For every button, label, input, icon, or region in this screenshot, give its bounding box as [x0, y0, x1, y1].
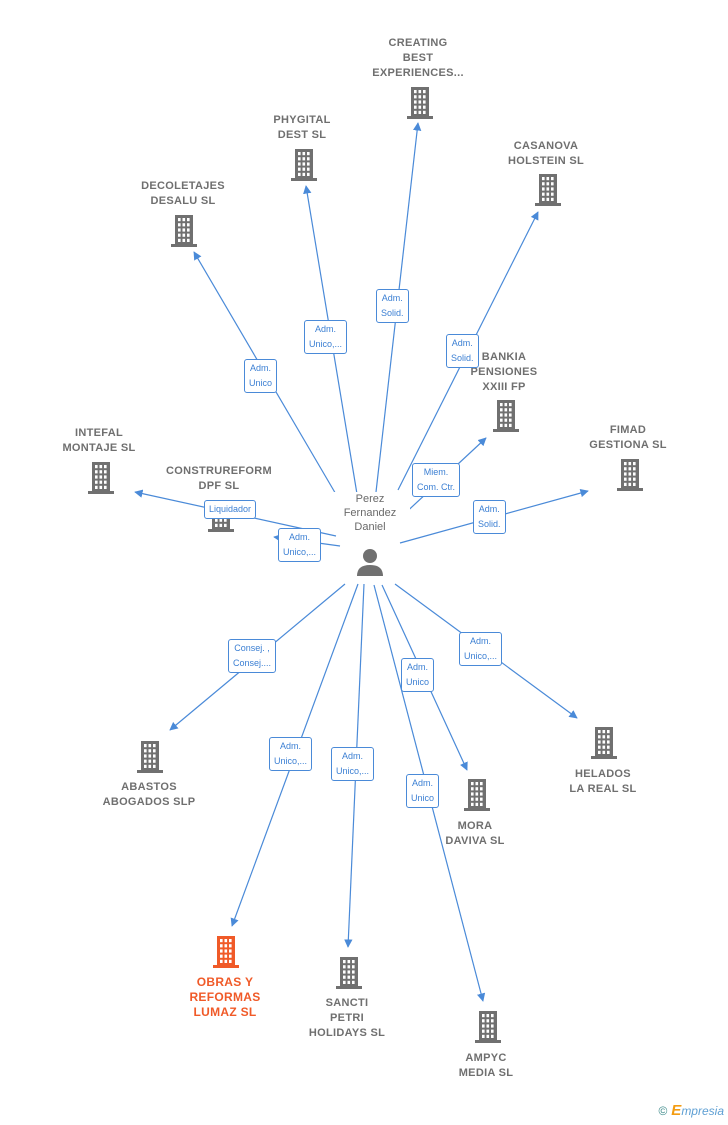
building-icon-helados[interactable] — [591, 727, 617, 759]
relation-label-creating[interactable]: Adm. Solid. — [376, 289, 409, 323]
relation-label-obras[interactable]: Adm. Unico,... — [269, 737, 313, 771]
building-icon-obras[interactable] — [213, 936, 239, 968]
building-icon-abastos[interactable] — [137, 741, 163, 773]
company-label-ampyc[interactable]: AMPYC MEDIA SL — [458, 1052, 514, 1079]
building-icon-mora[interactable] — [464, 779, 490, 811]
relation-label-bankia[interactable]: Miem. Com. Ctr. — [412, 463, 461, 497]
company-label-casanova[interactable]: CASANOVA HOLSTEIN SL — [507, 140, 585, 167]
relation-label-mora[interactable]: Adm. Unico — [401, 658, 435, 692]
relation-label-fimad[interactable]: Adm. Solid. — [473, 500, 506, 534]
relation-label-decoletajes[interactable]: Adm. Unico — [244, 359, 278, 393]
relation-label-construreform[interactable]: Adm. Unico,... — [278, 528, 322, 562]
company-label-decoletajes[interactable]: DECOLETAJES DESALU SL — [141, 180, 225, 207]
copyright-icon: © — [658, 1104, 668, 1118]
building-icon-intefal[interactable] — [88, 462, 114, 494]
relation-label-abastos[interactable]: Consej. , Consej.... — [228, 639, 277, 673]
company-label-phygital[interactable]: PHYGITAL DEST SL — [273, 114, 331, 141]
building-icon-decoletajes[interactable] — [171, 215, 197, 247]
building-icon-sancti[interactable] — [336, 957, 362, 989]
company-label-obras[interactable]: OBRAS Y REFORMAS LUMAZ SL — [189, 975, 261, 1019]
company-label-helados[interactable]: HELADOS LA REAL SL — [569, 768, 637, 795]
brand-name: mpresia — [681, 1104, 724, 1118]
company-label-construreform[interactable]: CONSTRUREFORM DPF SL — [166, 465, 272, 492]
building-icon-creating[interactable] — [407, 87, 433, 119]
relation-label-phygital[interactable]: Adm. Unico,... — [304, 320, 348, 354]
company-label-fimad[interactable]: FIMAD GESTIONA SL — [589, 424, 667, 451]
brand-initial: E — [671, 1102, 682, 1119]
relation-label-casanova[interactable]: Adm. Solid. — [446, 334, 479, 368]
building-icon-casanova[interactable] — [535, 174, 561, 206]
person-icon[interactable] — [357, 549, 383, 576]
company-label-abastos[interactable]: ABASTOS ABOGADOS SLP — [102, 781, 196, 808]
brand-footer: ©Empresia — [658, 1102, 724, 1119]
relation-label-sancti[interactable]: Adm. Unico,... — [331, 747, 375, 781]
building-icon-fimad[interactable] — [617, 459, 643, 491]
relation-label-intefal[interactable]: Liquidador — [204, 500, 257, 519]
building-icon-bankia[interactable] — [493, 400, 519, 432]
building-icon-ampyc[interactable] — [475, 1011, 501, 1043]
building-icon-phygital[interactable] — [291, 149, 317, 181]
relation-label-helados[interactable]: Adm. Unico,... — [459, 632, 503, 666]
company-label-bankia[interactable]: BANKIA PENSIONES XXIII FP — [470, 351, 538, 393]
company-label-intefal[interactable]: INTEFAL MONTAJE SL — [62, 427, 136, 454]
relation-label-ampyc[interactable]: Adm. Unico — [406, 774, 440, 808]
center-person-label[interactable]: Perez Fernandez Daniel — [330, 492, 410, 534]
company-label-sancti[interactable]: SANCTI PETRI HOLIDAYS SL — [308, 997, 386, 1039]
company-label-creating[interactable]: CREATING BEST EXPERIENCES... — [372, 37, 464, 79]
company-label-mora[interactable]: MORA DAVIVA SL — [445, 820, 505, 847]
